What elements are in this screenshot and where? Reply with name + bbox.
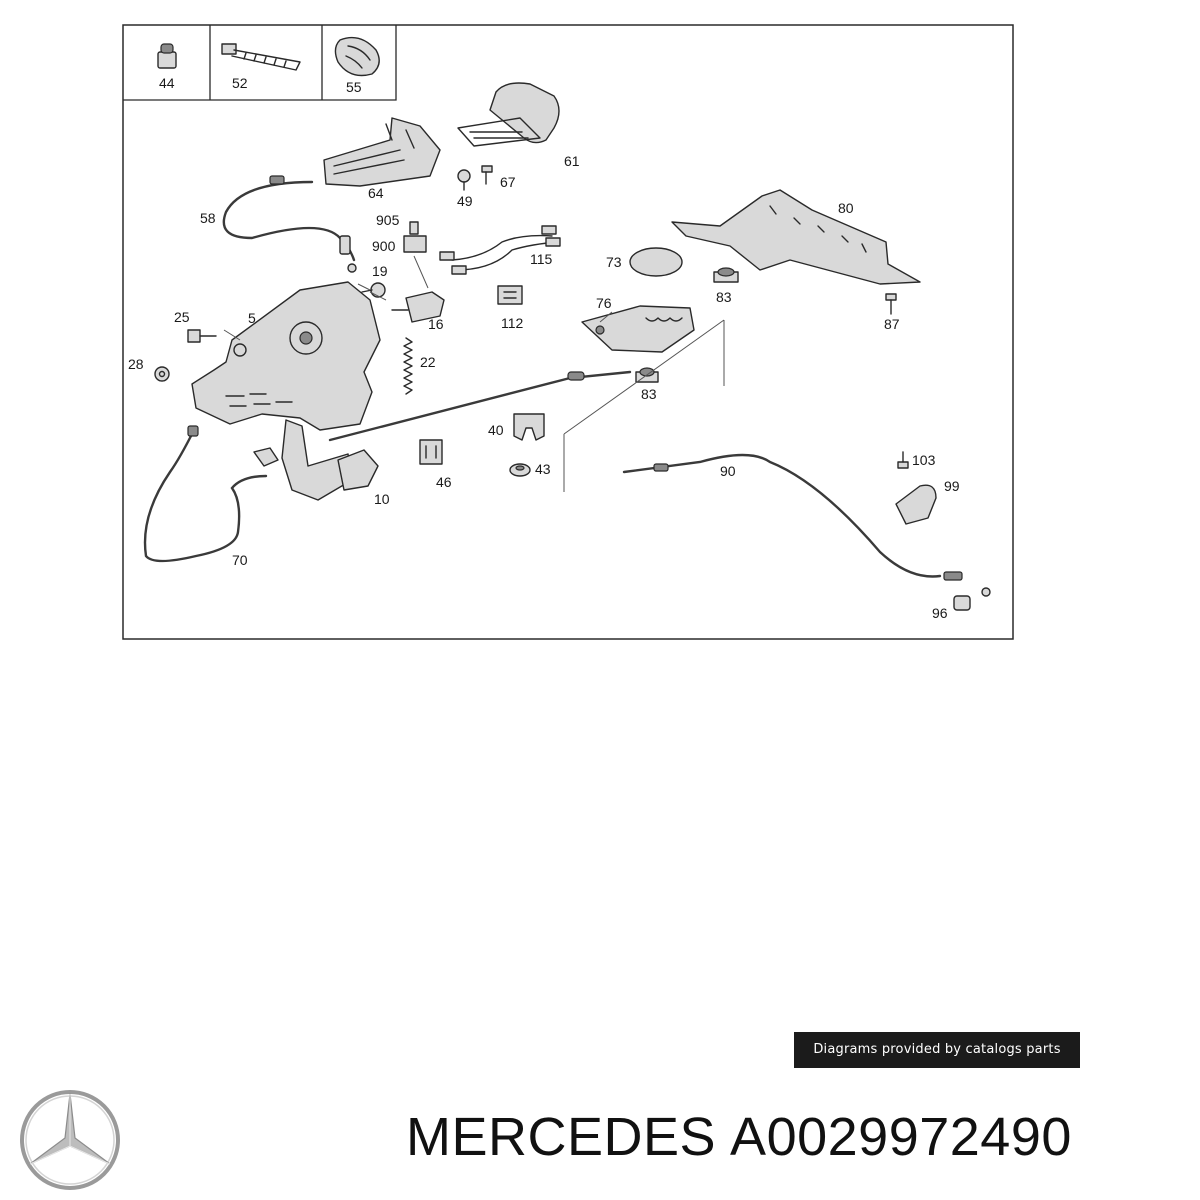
callout-58: 58 — [200, 210, 216, 226]
part-73-grommet — [629, 247, 683, 277]
part-80-bracket — [671, 189, 921, 285]
part-43-nut — [509, 463, 531, 477]
callout-90: 90 — [720, 463, 736, 479]
part-900-switch — [391, 221, 445, 323]
callout-83-lower: 83 — [641, 386, 657, 402]
callout-83-upper: 83 — [716, 289, 732, 305]
callout-99: 99 — [944, 478, 960, 494]
callout-64: 64 — [368, 185, 384, 201]
callout-55: 55 — [346, 79, 362, 95]
part-70-cable — [143, 425, 279, 563]
part-99-bracket — [895, 484, 937, 525]
credit-badge: Diagrams provided by catalogs parts — [794, 1032, 1080, 1068]
part-28-nut — [154, 366, 170, 382]
callout-16: 16 — [428, 316, 444, 332]
part-87-bolt — [885, 293, 897, 315]
small-parts-box — [123, 25, 397, 101]
part-44-cap — [157, 43, 177, 69]
callout-46: 46 — [436, 474, 452, 490]
part-112-connector — [497, 285, 523, 305]
part-46-clip — [419, 439, 443, 465]
callout-52: 52 — [232, 75, 248, 91]
callout-96: 96 — [932, 605, 948, 621]
callout-61: 61 — [564, 153, 580, 169]
part-90-cable — [622, 453, 991, 597]
part-103-screw — [897, 451, 909, 469]
part-67-screw — [481, 165, 493, 185]
part-19-screw — [361, 282, 386, 298]
callout-43: 43 — [535, 461, 551, 477]
callout-40: 40 — [488, 422, 504, 438]
callout-900: 900 — [372, 238, 396, 254]
callout-87: 87 — [884, 316, 900, 332]
callout-115: 115 — [530, 251, 553, 267]
part-115-wiring-harness — [439, 225, 561, 275]
callout-905: 905 — [376, 212, 400, 228]
part-10-pedal — [281, 419, 379, 501]
group-bracket-90 — [563, 319, 725, 492]
callout-22: 22 — [420, 354, 436, 370]
callout-73: 73 — [606, 254, 622, 270]
part-61-handle — [457, 82, 560, 147]
callout-49: 49 — [457, 193, 473, 209]
callout-5: 5 — [248, 310, 256, 326]
callout-67: 67 — [500, 174, 516, 190]
part-40-clamp — [513, 413, 545, 441]
part-64-bracket — [323, 117, 441, 187]
part-49-screw — [457, 169, 471, 191]
part-25-bolt — [187, 329, 217, 343]
callout-10: 10 — [374, 491, 390, 507]
callout-19: 19 — [372, 263, 388, 279]
callout-80: 80 — [838, 200, 854, 216]
part-76-mechanism — [581, 305, 695, 353]
part-58-cable — [222, 175, 357, 273]
part-5-pedal-bracket — [191, 281, 381, 431]
part-number: A0029972490 — [730, 1107, 1072, 1167]
callout-70: 70 — [232, 552, 248, 568]
callout-25: 25 — [174, 309, 190, 325]
part-55-clip — [334, 36, 380, 77]
mercedes-star-icon — [20, 1090, 120, 1190]
brand-name: MERCEDES — [406, 1107, 717, 1167]
part-52-cable-tie — [221, 43, 301, 71]
callout-44: 44 — [159, 75, 175, 91]
callout-112: 112 — [501, 315, 524, 331]
part-22-spring — [403, 337, 413, 395]
callout-76: 76 — [596, 295, 612, 311]
part-83-nut-upper — [713, 267, 739, 283]
part-83-nut-lower — [635, 367, 659, 383]
part-96-bushing — [953, 595, 971, 611]
callout-103: 103 — [912, 452, 936, 468]
parts-diagram: 44 52 55 61 64 67 49 58 905 900 115 19 8… — [122, 24, 1014, 640]
callout-28: 28 — [128, 356, 144, 372]
